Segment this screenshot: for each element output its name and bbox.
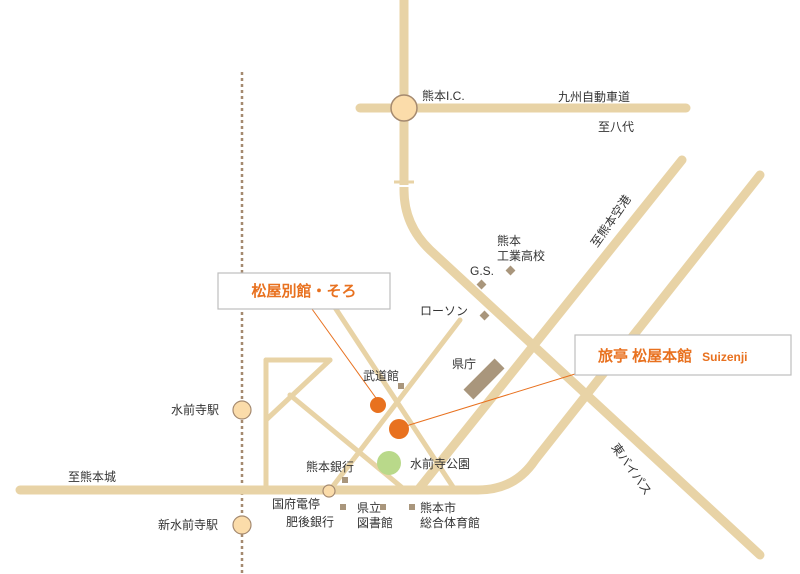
higo-bank-marker [340, 504, 346, 510]
budokan-label: 武道館 [363, 368, 399, 383]
suizenji-station-label: 水前寺駅 [171, 402, 219, 417]
tram-stop-label: 国府電停 [272, 496, 320, 511]
park-label: 水前寺公園 [410, 456, 470, 471]
kumamoto-bank-label: 熊本銀行 [306, 459, 354, 474]
shin-suizenji-station-marker [232, 515, 252, 535]
library-label-line1: 県立 [357, 500, 381, 515]
higo-bank-label: 肥後銀行 [286, 515, 334, 529]
to-airport-label: 至熊本空港 [587, 192, 634, 250]
minor-road-diag-c [327, 297, 458, 493]
lawson-marker [479, 310, 490, 321]
main-hotel-leader-line [405, 373, 576, 427]
lawson-label: ローソン [420, 304, 468, 318]
prefecture-office-building [463, 358, 505, 400]
school-label-line2: 工業高校 [497, 248, 545, 263]
annex-marker [370, 397, 386, 413]
interchange-marker [390, 94, 418, 122]
road-north-south-bypass [399, 0, 765, 560]
gym-label-line2: 総合体育館 [420, 515, 480, 530]
school-marker [505, 265, 516, 276]
main-road-east-west [15, 170, 765, 495]
suizenji-station-marker [232, 400, 252, 420]
library-marker [380, 504, 386, 510]
annex-leader-line [311, 308, 377, 399]
to-yatsushiro-label: 至八代 [598, 120, 634, 134]
gym-marker [409, 504, 415, 510]
interchange-label: 熊本I.C. [422, 88, 465, 103]
main-hotel-romaji: Suizenji [702, 350, 747, 364]
gym-label-line1: 熊本市 [420, 500, 456, 515]
main-hotel-marker [389, 419, 409, 439]
airport-road [413, 155, 687, 495]
minor-road-diag-a [263, 357, 333, 423]
main-hotel-label-box [574, 334, 792, 376]
main-hotel-label: 旅亭 松屋本館 Suizenji [598, 347, 748, 365]
prefecture-office-label: 県庁 [452, 357, 476, 371]
kumamoto-bank-marker [342, 477, 348, 483]
expressway-label: 九州自動車道 [558, 90, 630, 104]
main-hotel-name: 旅亭 松屋本館 [598, 347, 692, 365]
annex-label-box [217, 272, 391, 310]
budokan-marker [398, 383, 404, 389]
library-label-line2: 図書館 [357, 515, 393, 530]
school-label-line1: 熊本 [497, 233, 521, 248]
to-castle-label: 至熊本城 [68, 469, 116, 484]
minor-road-diag-b [287, 392, 408, 493]
tram-stop-marker [322, 484, 336, 498]
park-marker [377, 451, 401, 475]
minor-road-diag-d [327, 317, 463, 493]
gas-station-marker [476, 279, 487, 290]
gas-station-label: G.S. [470, 264, 494, 278]
shin-suizenji-station-label: 新水前寺駅 [158, 517, 218, 532]
annex-name: 松屋別館・そろ [251, 282, 356, 300]
